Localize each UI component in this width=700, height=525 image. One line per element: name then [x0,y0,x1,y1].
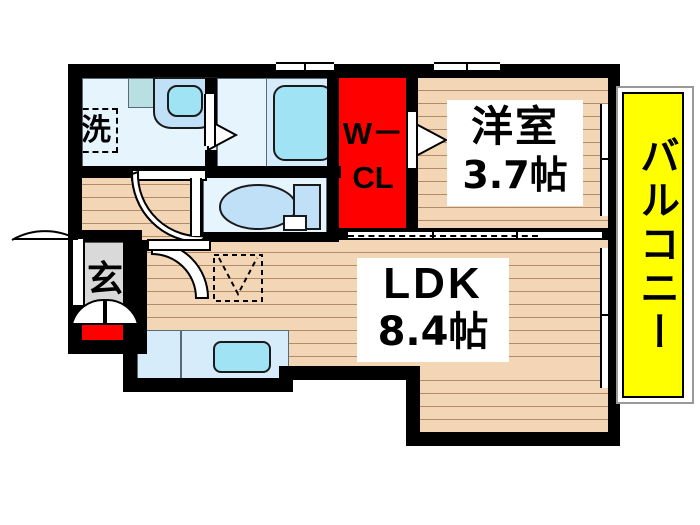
walk-in-closet [334,78,412,230]
ldk-label-box: LDK 8.4帖 [357,258,509,362]
sliding-door-washitsu-balcony[interactable] [600,104,610,216]
washitsu-label-box: 洋室 3.7帖 [447,100,583,206]
ldk-floor-lower [418,368,608,444]
washbasin-icon [153,77,217,129]
ldk-ceiling-fixture-mark [213,254,263,302]
toilet-icon [219,184,321,231]
washitsu-name: 洋室 [470,102,559,151]
exterior-wall-top [68,64,620,78]
wc-door-panel[interactable] [190,178,202,236]
sliding-door-washitsu-mullion [600,158,610,160]
wc-door[interactable] [146,239,216,302]
wall-bath-wc [191,166,341,178]
genkan-inner-door[interactable] [70,298,142,328]
wcl-label: W－ CL [340,112,406,202]
wall-ldk-step-horizontal [279,366,418,380]
sliding-door-ldk-balcony[interactable] [600,248,610,388]
washitsu-size: 3.7帖 [462,153,568,197]
wcl-line1: W－ [342,116,404,151]
wall-hall-top-left [68,230,142,242]
washer-label: 洗 [81,113,111,148]
kitchen-counter-divider [180,331,182,381]
washing-machine-space [73,108,118,153]
wall-wc-bottom [191,232,339,242]
bath-door-panel[interactable] [204,94,216,146]
washitsu-door-panel[interactable] [406,112,418,168]
wall-wc-right [327,178,339,240]
window-washitsu-top-mullion [466,62,468,72]
wall-ldk-lower-left [406,366,420,446]
balcony-label: バルコニー [633,135,679,355]
kitchen-sink-icon [213,341,271,373]
ldk-size: 8.4帖 [377,309,489,355]
sliding-door-ldk-mullion [600,314,610,316]
washitsu-door-arrow[interactable] [414,122,449,158]
wcl-hanger-rail [348,232,538,237]
entrance-door[interactable] [8,230,88,308]
window-bath-top-mullion [304,62,306,72]
wall-ldk-bottom [406,432,620,446]
genkan-label: 玄 [86,259,123,300]
balcony-area [622,92,684,398]
wcl-line2: CL [352,160,394,195]
wall-ldk-bottom-left [123,378,293,392]
exterior-wall-left-upper [68,64,82,244]
ldk-name: LDK [383,259,483,308]
